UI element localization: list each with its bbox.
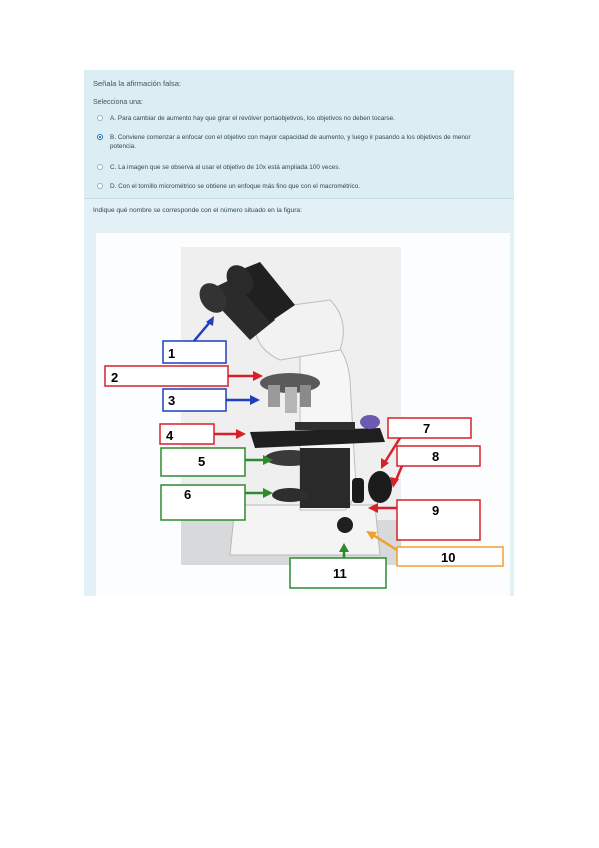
question-2-prompt: Indique qué nombre se corresponde con el… — [93, 207, 302, 214]
question-divider — [84, 198, 514, 199]
label-2-text: 2 — [111, 370, 118, 385]
radio-option-c[interactable] — [97, 164, 103, 170]
option-b-text: B. Conviene comenzar a enfocar con el ob… — [110, 134, 471, 150]
label-11-text: 11 — [333, 566, 347, 581]
label-3: 3 — [162, 388, 260, 412]
select-one-label: Selecciona una: — [93, 99, 143, 106]
label-10: 10 — [366, 531, 504, 567]
label-4: 4 — [159, 423, 246, 445]
option-c-text: C. La imagen que se observa al usar el o… — [110, 164, 341, 171]
label-3-text: 3 — [168, 393, 175, 408]
radio-option-b[interactable] — [97, 134, 103, 140]
question-1-prompt: Señala la afirmación falsa: — [93, 79, 181, 88]
option-d-text: D. Con el tornillo micrométrico se obtie… — [110, 183, 361, 190]
label-6: 6 — [160, 484, 273, 521]
label-7: 7 — [381, 417, 472, 469]
label-6-text: 6 — [184, 487, 191, 502]
option-a-text: A. Para cambiar de aumento hay que girar… — [110, 115, 395, 122]
label-1-text: 1 — [168, 346, 175, 361]
label-7-text: 7 — [423, 421, 430, 436]
question-1: Señala la afirmación falsa: Selecciona u… — [84, 70, 514, 198]
microscope-photo — [181, 247, 401, 565]
label-11: 11 — [289, 543, 387, 589]
label-4-text: 4 — [166, 428, 174, 443]
label-5-text: 5 — [198, 454, 205, 469]
label-9-text: 9 — [432, 503, 439, 518]
radio-option-d[interactable] — [97, 183, 103, 189]
label-9: 9 — [368, 499, 481, 541]
label-8: 8 — [390, 445, 481, 488]
radio-option-a[interactable] — [97, 115, 103, 121]
label-8-text: 8 — [432, 449, 439, 464]
label-2: 2 — [104, 365, 263, 387]
label-1: 1 — [162, 316, 227, 364]
label-5: 5 — [160, 447, 273, 477]
label-10-text: 10 — [441, 550, 455, 565]
